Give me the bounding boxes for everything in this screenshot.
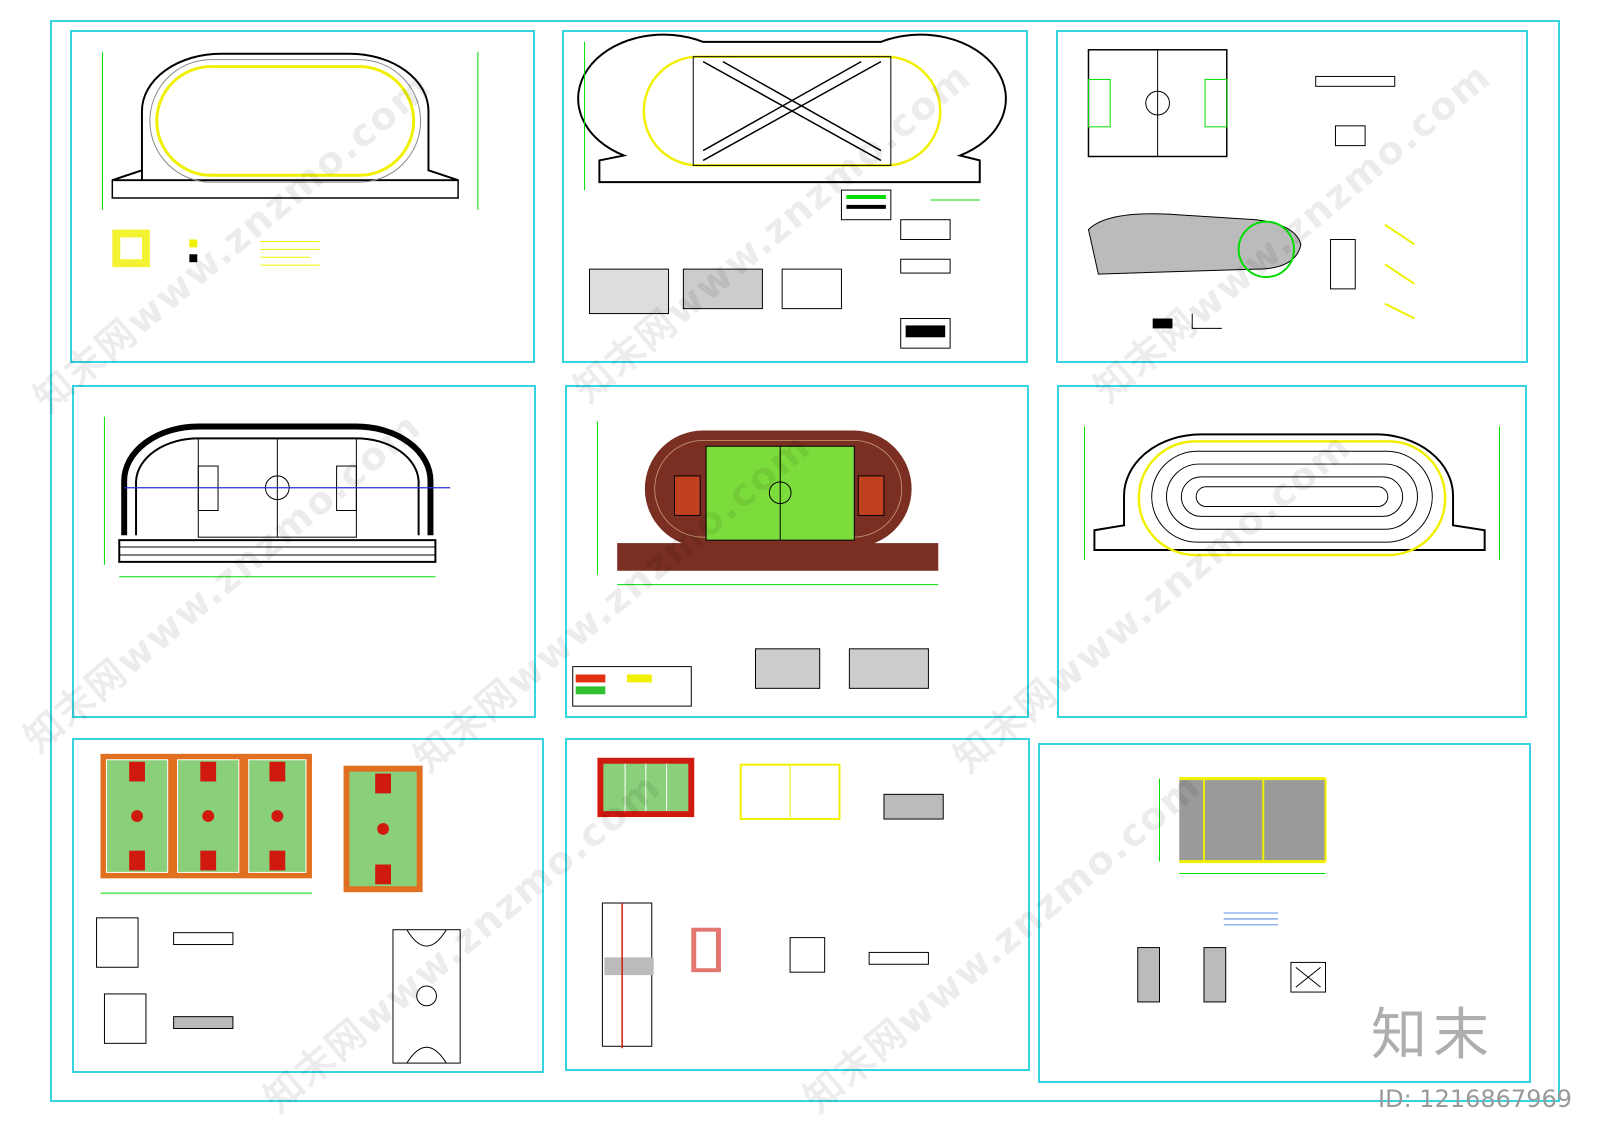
sheet-lane-markings-plan[interactable] <box>1057 385 1527 718</box>
sheet-tennis-court-plan[interactable] <box>1038 743 1531 1083</box>
brand-logo: 知末 <box>1371 1003 1495 1068</box>
sheet-football-field-details[interactable] <box>1056 30 1528 363</box>
sheet-basketball-courts[interactable] <box>72 738 544 1073</box>
asset-id-label: ID: 1216867969 <box>1378 1085 1572 1113</box>
sheet-colored-stadium-plan[interactable] <box>565 385 1029 718</box>
tennis-court-drawing <box>1137 777 1327 1003</box>
sheet-track-field-plan[interactable] <box>562 30 1028 363</box>
sheet-track-football-plan[interactable] <box>72 385 536 718</box>
track-plan-drawing <box>101 51 479 268</box>
colored-stadium-drawing <box>572 421 939 707</box>
lane-markings-drawing <box>1084 426 1500 560</box>
sheet-volleyball-court-details[interactable] <box>565 738 1030 1071</box>
track-football-drawing <box>103 416 451 578</box>
sheet-track-plan-1[interactable] <box>70 30 535 363</box>
track-field-drawing <box>577 33 1007 349</box>
basketball-courts-drawing <box>96 753 461 1064</box>
football-field-drawing <box>1087 49 1416 329</box>
drawing-set-frame <box>50 20 1560 1102</box>
volleyball-court-drawing <box>597 757 944 1049</box>
